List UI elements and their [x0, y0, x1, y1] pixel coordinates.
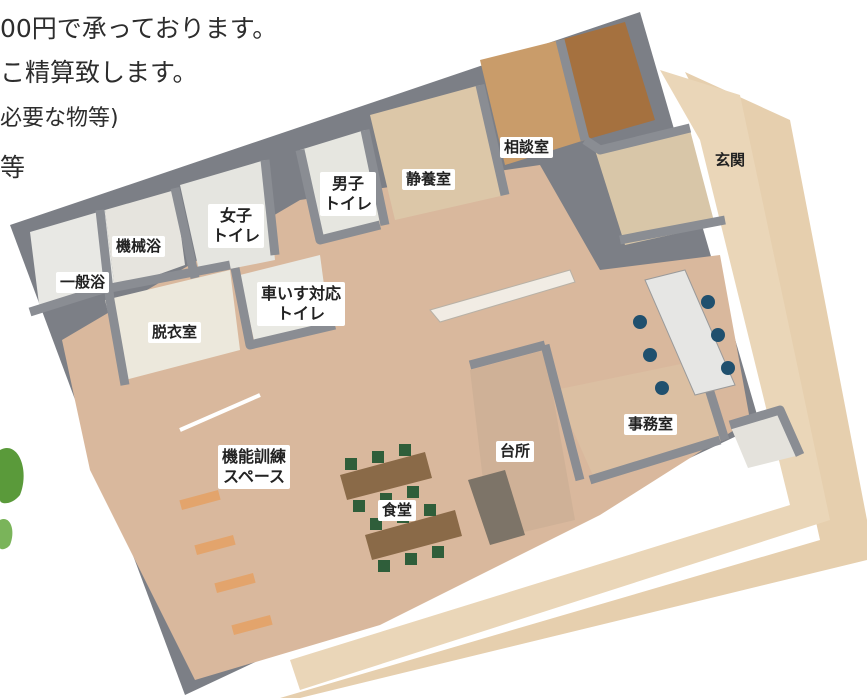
leaf-icon [0, 448, 24, 504]
consultation-room-label: 相談室 [500, 137, 554, 158]
training-space-label: 機能訓練 スペース [218, 445, 291, 489]
exercise-mats [179, 489, 273, 636]
vestibule-floor [595, 130, 715, 245]
main-floor [62, 165, 750, 680]
machine-bath-label: 機械浴 [112, 236, 166, 257]
dining-table-1 [340, 452, 432, 500]
dining-table-2 [365, 510, 462, 560]
wheelchair-toilet-label: 車いす対応 トイレ [257, 282, 346, 326]
page-text-line-4: 等 [0, 153, 26, 182]
page-text-line-2: こ精算致します。 [0, 58, 198, 87]
page-text-line-3: 必要な物等) [0, 106, 119, 131]
office-chairs [633, 295, 735, 395]
parallel-bars [179, 393, 261, 432]
consultation-room-floor [480, 40, 585, 165]
changing-room-label: 脱衣室 [148, 322, 202, 343]
quiet-room-label: 静養室 [402, 169, 456, 190]
entrance-label: 玄関 [715, 151, 746, 169]
leaf-icon-small [0, 519, 13, 550]
page-text-line-1: 00円で承っております。 [0, 14, 278, 43]
kitchen-label: 台所 [496, 441, 535, 462]
storage-floor [560, 22, 655, 140]
office-table [644, 269, 736, 396]
general-bath-label: 一般浴 [56, 272, 110, 293]
womens-toilet-label: 女子 トイレ [208, 204, 265, 248]
office-label: 事務室 [624, 414, 678, 435]
entrance-floor [290, 70, 830, 690]
mens-toilet-label: 男子 トイレ [320, 172, 377, 216]
kitchen-counter [429, 269, 576, 323]
dining-label: 食堂 [378, 500, 417, 521]
inner-walls [28, 38, 805, 485]
kitchen-island [468, 470, 525, 545]
